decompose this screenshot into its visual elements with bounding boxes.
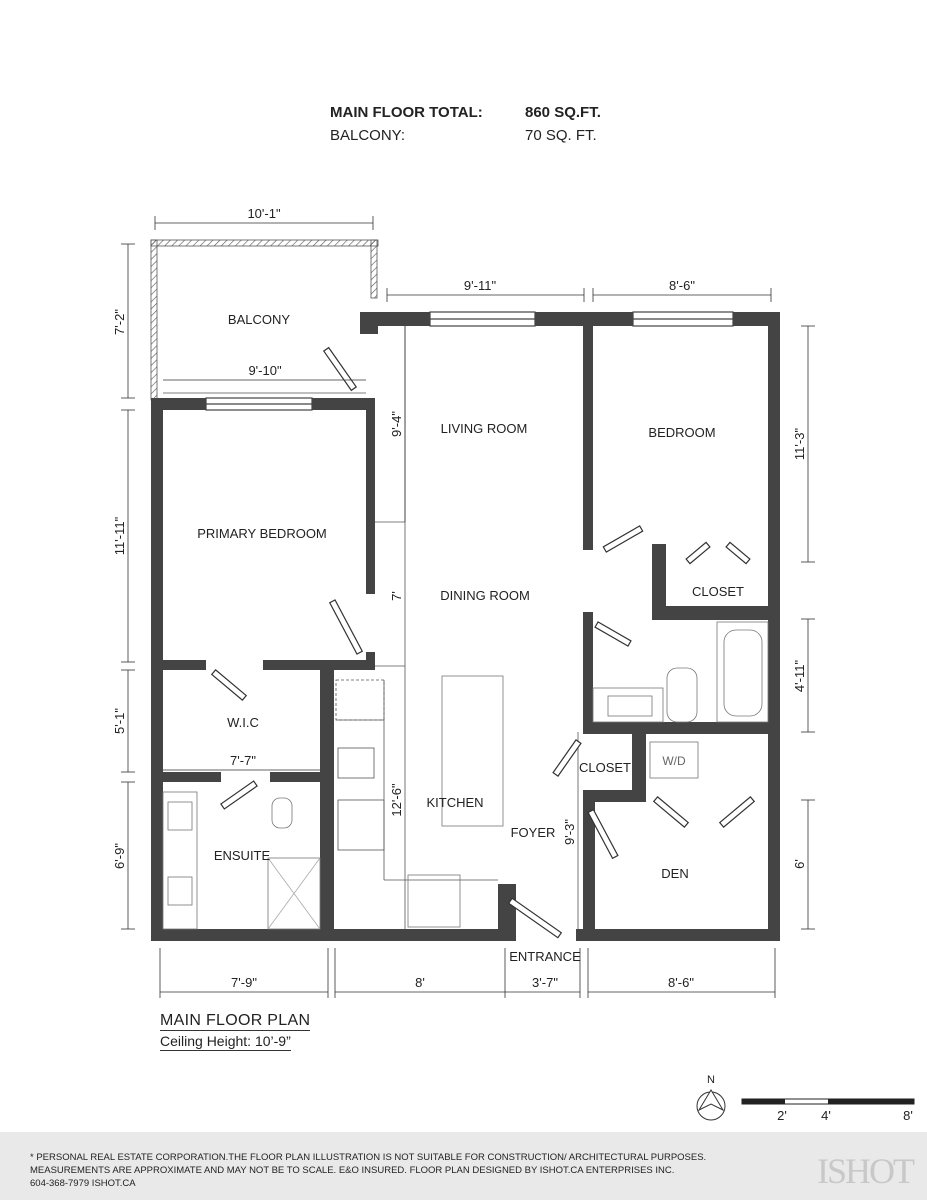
scale-tick-2: 2' <box>777 1108 787 1123</box>
footer-line-1: * PERSONAL REAL ESTATE CORPORATION.THE F… <box>30 1152 707 1163</box>
main-floor-total-label: MAIN FLOOR TOTAL: <box>330 104 483 121</box>
room-den: DEN <box>661 866 688 881</box>
dim-bedroom-width: 8'-6" <box>669 278 695 293</box>
dim-balcony-width: 10'-1" <box>247 206 281 221</box>
dim-bottom-ensuite: 7'-9" <box>231 975 257 990</box>
scale-tick-4: 4' <box>821 1108 831 1123</box>
room-closet-bedroom: CLOSET <box>692 584 744 599</box>
scale-tick-8: 8' <box>903 1108 913 1123</box>
walls <box>151 312 780 941</box>
room-closet-foyer: CLOSET <box>579 760 631 775</box>
dim-kitchen-height: 12'-6" <box>389 783 404 817</box>
plan-title: MAIN FLOOR PLAN <box>160 1012 311 1031</box>
room-kitchen: KITCHEN <box>426 795 483 810</box>
dim-bath-height: 4'-11" <box>792 660 807 693</box>
dim-dining-height: 7' <box>389 591 404 601</box>
ceiling-height: Ceiling Height: 10’-9” <box>160 1033 291 1051</box>
dim-wic-height: 5'-1" <box>112 708 127 734</box>
vertical-dimension-labels: 7'-2" 11'-11" 5'-1" 6'-9" 9'-4" 7' 12'-6… <box>112 309 807 869</box>
balcony-area-value: 70 SQ. FT. <box>525 127 597 144</box>
room-bedroom: BEDROOM <box>648 425 715 440</box>
room-balcony: BALCONY <box>228 312 290 327</box>
dim-bottom-den: 8'-6" <box>668 975 694 990</box>
footer-line-3: 604-368-7979 ISHOT.CA <box>30 1178 136 1189</box>
room-labels: BALCONY LIVING ROOM BEDROOM PRIMARY BEDR… <box>197 312 744 964</box>
dimension-lines <box>121 216 815 998</box>
dim-living-width: 9'-11" <box>464 278 497 293</box>
room-living: LIVING ROOM <box>441 421 528 436</box>
dim-balcony-inner: 9'-10" <box>248 363 282 378</box>
dim-bottom-entrance: 3'-7" <box>532 975 558 990</box>
dim-foyer-height: 9'-3" <box>562 819 577 845</box>
dim-den-height: 6' <box>792 859 807 869</box>
dim-wic-width: 7'-7" <box>230 753 256 768</box>
balcony-area-label: BALCONY: <box>330 127 406 144</box>
room-ensuite: ENSUITE <box>214 848 271 863</box>
footer: * PERSONAL REAL ESTATE CORPORATION.THE F… <box>0 1132 927 1200</box>
north-arrow <box>696 1089 726 1121</box>
north-label: N <box>707 1074 715 1086</box>
dim-living-height: 9'-4" <box>389 411 404 437</box>
room-primary-bedroom: PRIMARY BEDROOM <box>197 526 327 541</box>
washer-dryer-label: W/D <box>662 754 686 768</box>
dim-balcony-height: 7'-2" <box>112 309 127 335</box>
room-entrance: ENTRANCE <box>509 949 581 964</box>
footer-line-2: MEASUREMENTS ARE APPROXIMATE AND MAY NOT… <box>30 1165 675 1176</box>
windows <box>205 311 734 411</box>
dim-primary-height: 11'-11" <box>112 516 127 555</box>
thin-lines <box>162 326 769 930</box>
room-dining: DINING ROOM <box>440 588 530 603</box>
scale-bar <box>741 1098 915 1105</box>
ishot-logo: ISHOT <box>817 1151 915 1191</box>
main-floor-total-value: 860 SQ.FT. <box>525 104 601 121</box>
room-foyer: FOYER <box>511 825 556 840</box>
doors <box>210 346 756 939</box>
dimension-labels: 10'-1" 9'-10" 9'-11" 8'-6" 7'-7" 7'-9" 8… <box>230 206 695 990</box>
room-wic: W.I.C <box>227 715 259 730</box>
dim-ensuite-height: 6'-9" <box>112 843 127 869</box>
dim-bottom-kitchen: 8' <box>415 975 425 990</box>
dim-bedroom-height: 11'-3" <box>792 428 807 461</box>
floor-plan: BALCONY LIVING ROOM BEDROOM PRIMARY BEDR… <box>112 206 915 1123</box>
